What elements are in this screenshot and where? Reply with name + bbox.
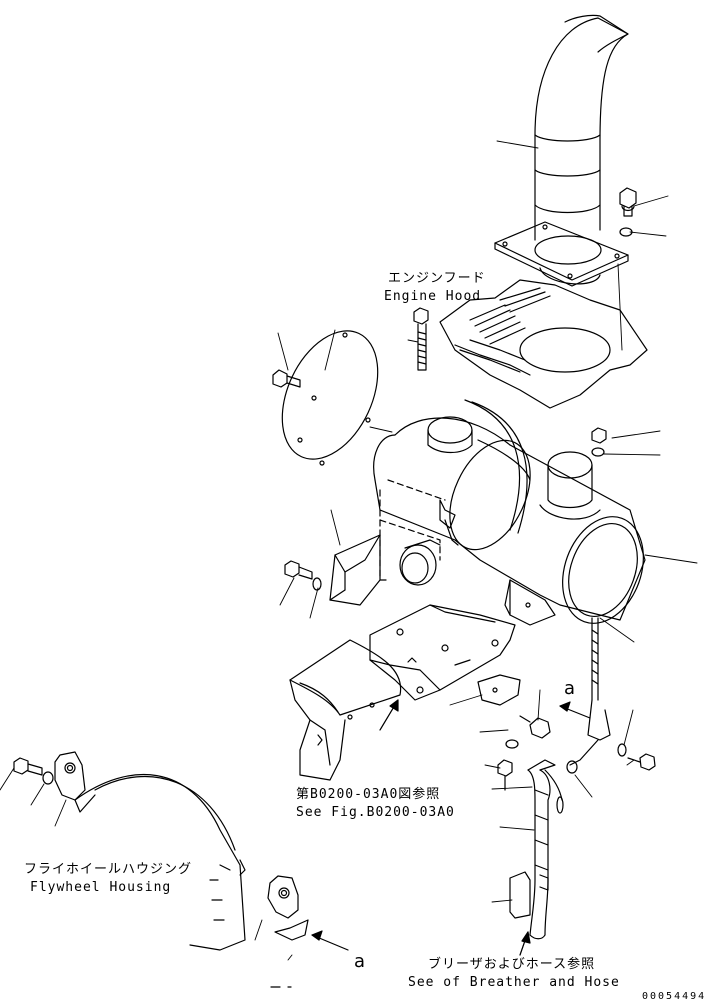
arrow-a-bottom	[312, 931, 348, 950]
muffler-clamp	[465, 400, 527, 533]
ref-a-bottom: a	[354, 951, 366, 972]
clip-bolt	[520, 716, 550, 738]
arrow-a-top	[560, 702, 590, 718]
engine-hood-label-ja: エンジンフード	[388, 271, 486, 286]
elbow-flange	[495, 222, 628, 286]
breather-rod	[570, 618, 610, 765]
engine-hood-plate	[440, 280, 647, 408]
long-bolt	[414, 308, 428, 370]
see-fig-label-en: See Fig.B0200-03A0	[296, 805, 455, 820]
bracket-bolt-left	[285, 561, 312, 579]
main-support-bracket	[370, 605, 515, 700]
rod-nut	[567, 761, 577, 773]
bracket-washer-left	[313, 578, 321, 590]
pipe-bracket	[505, 580, 555, 625]
breather-label-ja: ブリーザおよびホース参照	[428, 957, 596, 972]
cover-bolt	[273, 370, 300, 387]
bottom-clip	[275, 920, 308, 940]
leader-lines	[0, 141, 697, 960]
muffler-hidden-lines	[380, 480, 445, 580]
curved-support-bracket	[290, 640, 401, 780]
flywheel-bracket-top	[55, 752, 85, 800]
flywheel-bracket-bottom	[268, 876, 298, 918]
muffler-body	[374, 417, 658, 635]
engine-hood-label-en: Engine Hood	[384, 289, 482, 304]
ref-a-top: a	[564, 678, 576, 699]
rod-bolt	[628, 754, 655, 770]
exhaust-elbow-pipe	[535, 15, 628, 264]
flywheel-bolt	[14, 758, 42, 775]
rod-washer	[618, 744, 626, 756]
flywheel-housing	[75, 775, 245, 950]
flywheel-washer	[43, 772, 53, 784]
hose-clip	[510, 872, 548, 918]
breather-hose	[528, 760, 563, 939]
flywheel-label-en: Flywheel Housing	[30, 880, 172, 895]
small-clip-bracket	[478, 675, 520, 705]
flywheel-label-ja: フライホイールハウジング	[24, 862, 193, 877]
breather-label-en: See of Breather and Hose	[408, 975, 620, 990]
clip-washer	[506, 740, 518, 748]
arrow-breather	[520, 932, 530, 955]
nut	[592, 428, 606, 443]
nut-washer	[592, 448, 604, 456]
heat-shield-bracket	[330, 535, 380, 605]
clip-bolt-2	[498, 760, 512, 790]
see-fig-label-ja: 第B0200-03A0図参照	[296, 787, 441, 802]
arrow-see-fig	[380, 700, 398, 730]
drawing-code: 00054494	[642, 991, 707, 1002]
flange-bolt	[620, 188, 636, 216]
